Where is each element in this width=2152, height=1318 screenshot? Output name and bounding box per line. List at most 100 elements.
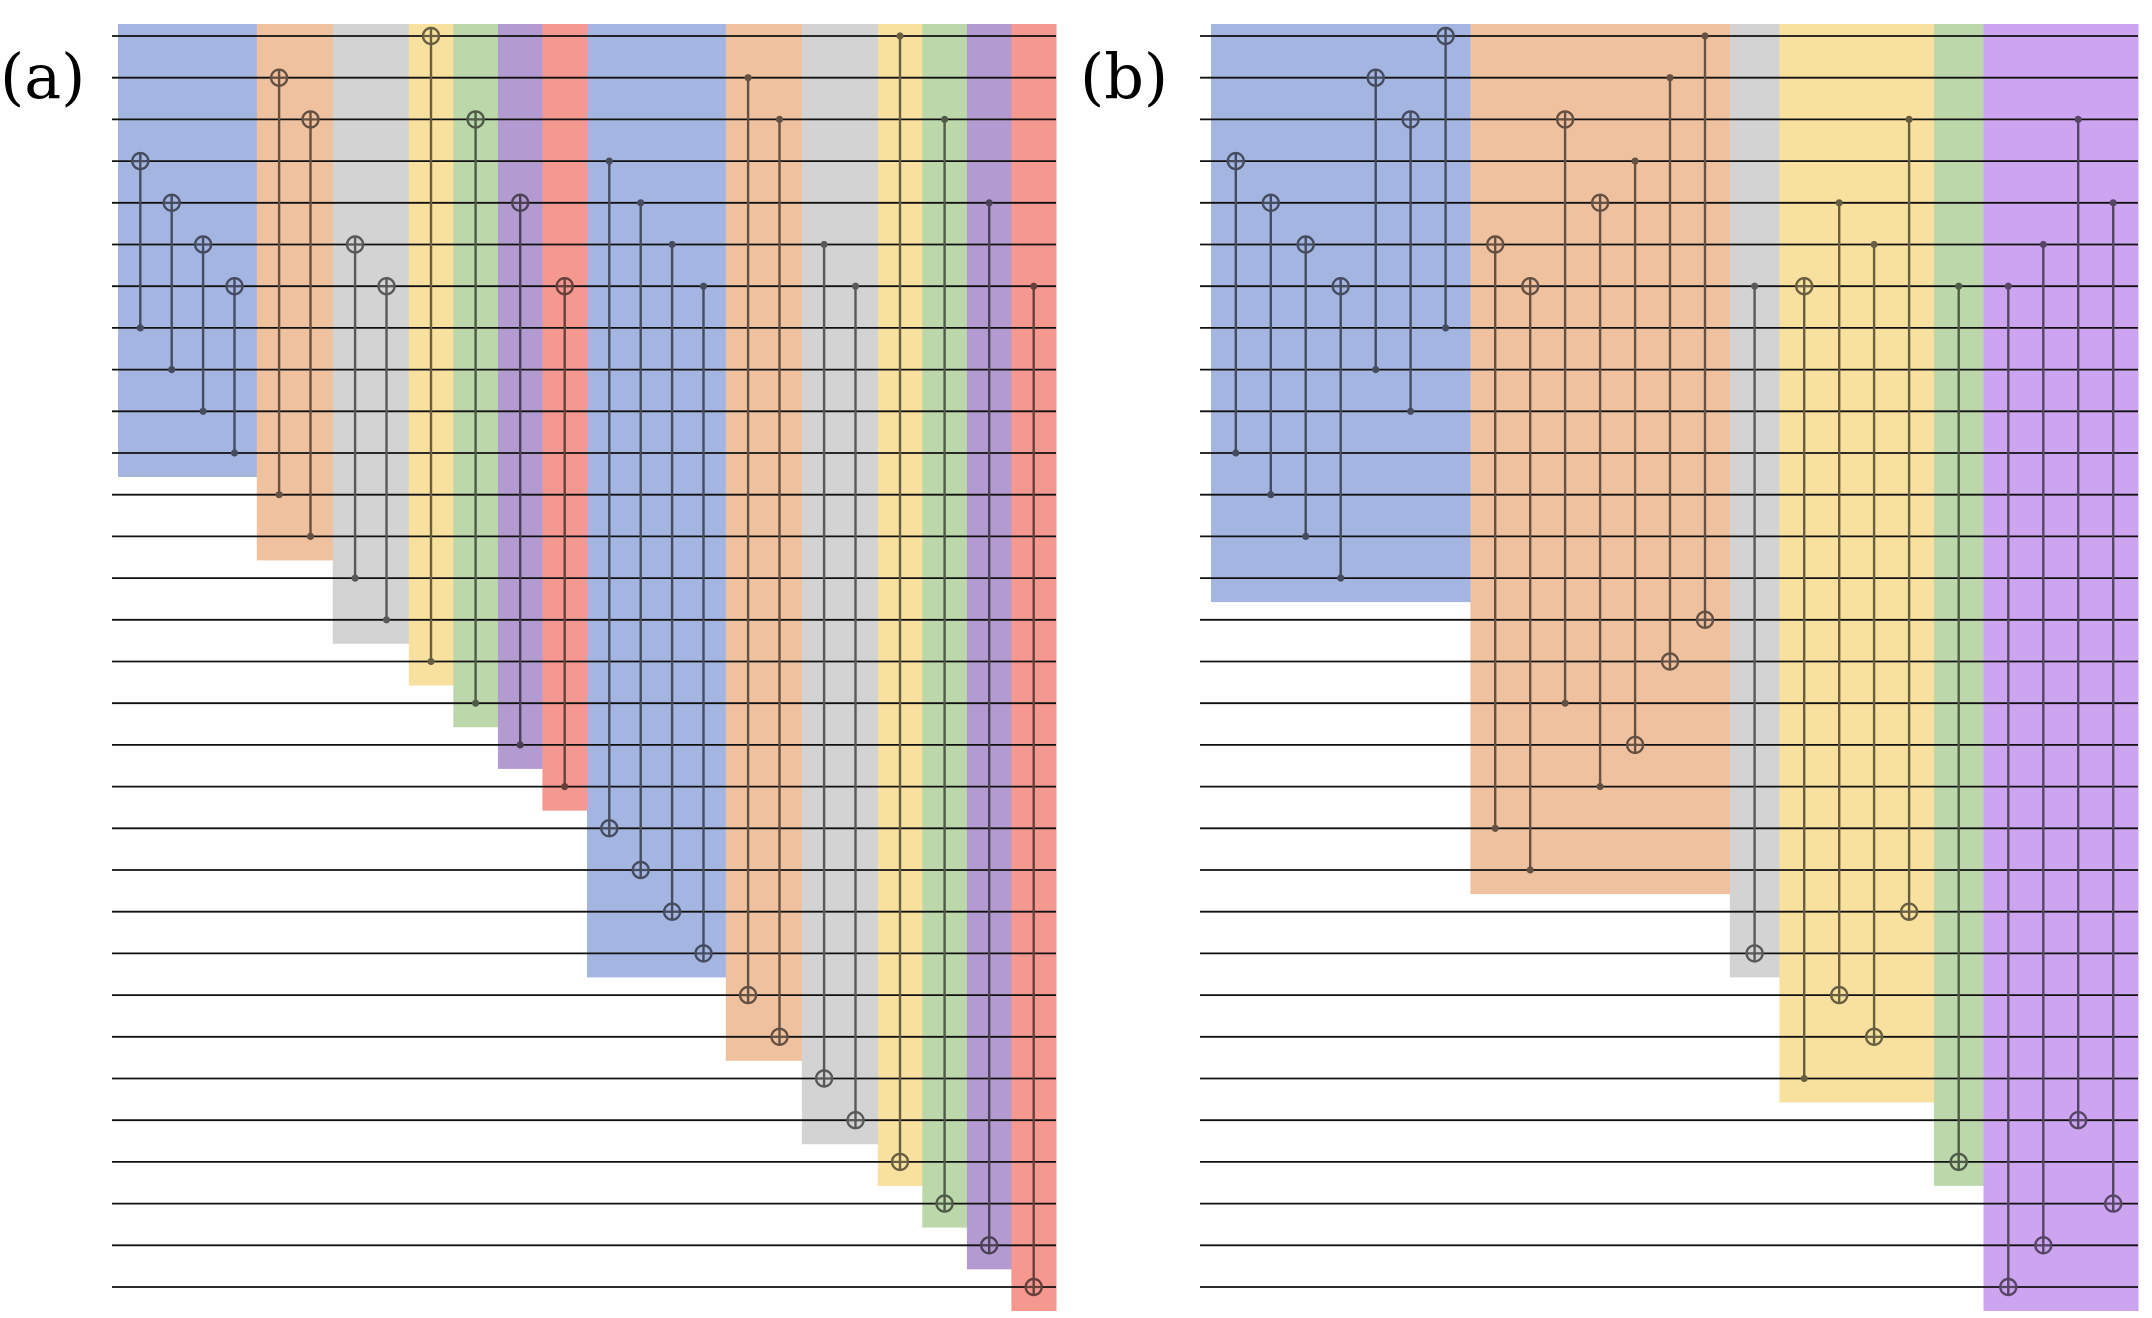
cnot-gate xyxy=(1226,151,1246,457)
cnot-gate xyxy=(1899,115,1919,921)
cnot-gate xyxy=(1436,26,1455,332)
control-dot-icon xyxy=(668,240,676,249)
cnot-gate xyxy=(1366,68,1385,374)
cnot-gate xyxy=(1660,74,1680,671)
control-dot-icon xyxy=(1631,157,1639,165)
control-dot-icon xyxy=(744,74,752,82)
control-dot-icon xyxy=(382,616,391,624)
cnot-gate xyxy=(131,151,150,332)
cnot-gate xyxy=(935,115,954,1213)
cnot-gate xyxy=(1590,193,1610,791)
control-dot-icon xyxy=(1596,783,1604,791)
control-dot-icon xyxy=(1232,449,1240,457)
cnot-gate xyxy=(377,277,396,624)
cnot-gate xyxy=(2068,115,2088,1130)
cnot-gate xyxy=(814,240,834,1088)
cnot-gate xyxy=(2034,240,2053,1255)
cnot-gate xyxy=(694,282,713,963)
block-backgrounds xyxy=(118,24,1057,1311)
cnot-gate xyxy=(1864,240,1884,1047)
control-dot-icon xyxy=(199,407,207,415)
cnot-gate xyxy=(1794,277,1814,1083)
gate-block-8 xyxy=(587,24,727,978)
cnot-gate xyxy=(770,115,789,1047)
control-dot-icon xyxy=(1701,32,1709,40)
control-dot-icon xyxy=(605,157,613,165)
cnot-gate xyxy=(162,193,181,374)
control-dot-icon xyxy=(2039,240,2047,249)
control-dot-icon xyxy=(1526,866,1534,874)
control-dot-icon xyxy=(1955,282,1963,290)
cnot-gate xyxy=(1625,157,1645,755)
cnot-gates xyxy=(1226,26,2123,1297)
control-dot-icon xyxy=(427,657,435,666)
control-dot-icon xyxy=(637,199,645,207)
cnot-gate xyxy=(1829,199,1849,1005)
control-dot-icon xyxy=(2074,115,2082,123)
gate-block-10 xyxy=(801,24,879,1145)
control-dot-icon xyxy=(2109,199,2117,207)
cnot-gate xyxy=(301,110,320,541)
cnot-gates xyxy=(131,26,1043,1297)
gate-block-2 xyxy=(256,24,334,561)
control-dot-icon xyxy=(1870,240,1878,249)
cnot-gate xyxy=(269,68,289,499)
control-dot-icon xyxy=(472,699,480,707)
cnot-gate xyxy=(1024,282,1043,1297)
cnot-gate xyxy=(2103,199,2123,1213)
control-dot-icon xyxy=(516,741,524,749)
control-dot-icon xyxy=(136,324,144,332)
cnot-gate xyxy=(1949,282,1968,1172)
cnot-gate xyxy=(1401,110,1420,415)
qubit-wires xyxy=(112,35,1056,1288)
control-dot-icon xyxy=(351,574,359,582)
control-dot-icon xyxy=(1491,824,1499,832)
cnot-gate xyxy=(1331,277,1350,582)
control-dot-icon xyxy=(1800,1074,1808,1083)
cnot-gate xyxy=(555,277,574,791)
cnot-gate xyxy=(1555,110,1575,707)
cnot-gate xyxy=(225,277,244,457)
control-dot-icon xyxy=(1835,199,1843,207)
cnot-gate xyxy=(846,282,865,1130)
control-dot-icon xyxy=(1442,324,1450,332)
cnot-gate xyxy=(193,235,213,415)
control-dot-icon xyxy=(275,491,283,499)
cnot-gate xyxy=(1999,282,2018,1297)
cnot-gate xyxy=(1695,32,1715,629)
control-dot-icon xyxy=(851,282,860,290)
control-dot-icon xyxy=(1666,74,1674,82)
cnot-gate xyxy=(1485,235,1505,832)
cnot-gate xyxy=(1520,277,1540,874)
control-dot-icon xyxy=(1337,574,1345,582)
cnot-gate xyxy=(600,157,619,838)
cnot-gate xyxy=(738,74,758,1005)
control-dot-icon xyxy=(561,783,569,791)
control-dot-icon xyxy=(1302,532,1310,541)
control-dot-icon xyxy=(1751,282,1759,290)
cnot-gate xyxy=(890,32,910,1172)
control-dot-icon xyxy=(775,115,784,123)
gate-block-1 xyxy=(118,24,258,477)
control-dot-icon xyxy=(1030,282,1038,290)
panel-b-label: (b) xyxy=(1080,40,1168,113)
control-dot-icon xyxy=(941,115,949,123)
control-dot-icon xyxy=(1561,699,1569,707)
cnot-gate xyxy=(980,199,999,1255)
cnot-gate xyxy=(1296,235,1315,541)
cnot-gate xyxy=(631,199,650,880)
gate-block-9 xyxy=(725,24,803,1061)
control-dot-icon xyxy=(820,240,828,249)
control-dot-icon xyxy=(306,532,315,541)
cnot-gate xyxy=(421,26,441,666)
control-dot-icon xyxy=(230,449,239,457)
control-dot-icon xyxy=(985,199,993,207)
control-dot-icon xyxy=(168,366,176,374)
cnot-gate xyxy=(466,110,485,707)
control-dot-icon xyxy=(2004,282,2012,290)
control-dot-icon xyxy=(1372,366,1380,374)
panel-b-circuit xyxy=(1200,24,2139,1311)
cnot-gate xyxy=(345,235,365,582)
gate-block-4 xyxy=(1779,24,1935,1103)
control-dot-icon xyxy=(1407,407,1415,415)
